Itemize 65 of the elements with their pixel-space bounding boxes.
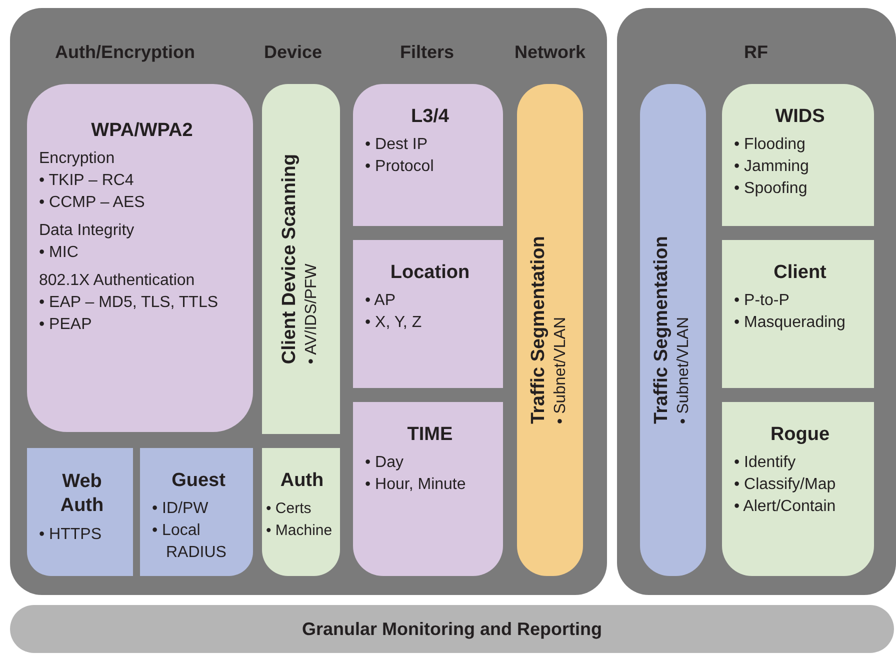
category-box [27,448,133,576]
box-title: Auth [279,470,325,492]
list-item: • P-to-P [734,291,790,311]
list-item: • Machine [266,521,334,541]
list-item: • EAP – MD5, TLS, TTLS [39,293,220,313]
list-item: • ID/PW [152,499,210,519]
list-item: • Protocol [365,157,435,177]
column-heading: Network [514,42,586,63]
list-item: • Subnet/VLAN [551,316,570,424]
list-item: • Classify/Map [734,475,837,495]
list-item: • HTTPS [39,525,102,545]
category-column [262,84,340,434]
subheading: Data Integrity [39,221,136,241]
column-heading: Device [264,42,322,63]
footer-bar [10,605,894,653]
category-box [722,402,874,576]
box-title: Rogue [769,424,831,446]
box-title: Web Auth [59,470,105,518]
list-item: • Hour, Minute [365,475,467,495]
list-item: • Certs [266,499,312,519]
category-column [640,84,706,576]
list-item: • Day [365,453,404,473]
box-title: WPA/WPA2 [90,120,194,142]
subheading: Encryption [39,149,116,169]
list-item: • Identify [734,453,797,473]
list-item: • X, Y, Z [365,313,423,333]
column-heading: Filters [400,42,454,63]
column-heading: Auth/Encryption [55,42,195,63]
section-panel [10,8,607,595]
list-item: • Local RADIUS [152,521,228,563]
box-title: WIDS [774,106,826,128]
list-item: • Dest IP [365,135,429,155]
box-title: Location [389,262,471,284]
category-box [262,448,340,576]
list-item: • Flooding [734,135,806,155]
list-item: • AV/IDS/PFW [302,262,321,364]
list-item: • Alert/Contain [734,497,837,517]
column-title: Client Device Scanning [279,154,301,364]
list-item: • Masquerading [734,313,846,333]
category-box [353,84,503,226]
box-title: Guest [170,470,226,492]
box-title: L3/4 [410,106,450,128]
category-box [140,448,253,576]
category-box [722,84,874,226]
column-title: Traffic Segmentation [651,236,673,424]
box-title: Client [772,262,828,284]
category-box [722,240,874,388]
list-item: • CCMP – AES [39,193,146,213]
list-item: • Jamming [734,157,810,177]
column-heading: RF [744,42,768,63]
category-box [353,240,503,388]
category-box [27,84,253,432]
list-item: • AP [365,291,397,311]
category-column [517,84,583,576]
list-item: • PEAP [39,315,93,335]
section-panel [617,8,896,595]
column-title: Traffic Segmentation [528,236,550,424]
list-item: • TKIP – RC4 [39,171,135,191]
box-title: TIME [406,424,454,446]
list-item: • Subnet/VLAN [674,316,693,424]
category-box [353,402,503,576]
list-item: • Spoofing [734,179,808,199]
footer-title: Granular Monitoring and Reporting [301,619,603,640]
list-item: • MIC [39,243,80,263]
subheading: 802.1X Authentication [39,271,196,291]
